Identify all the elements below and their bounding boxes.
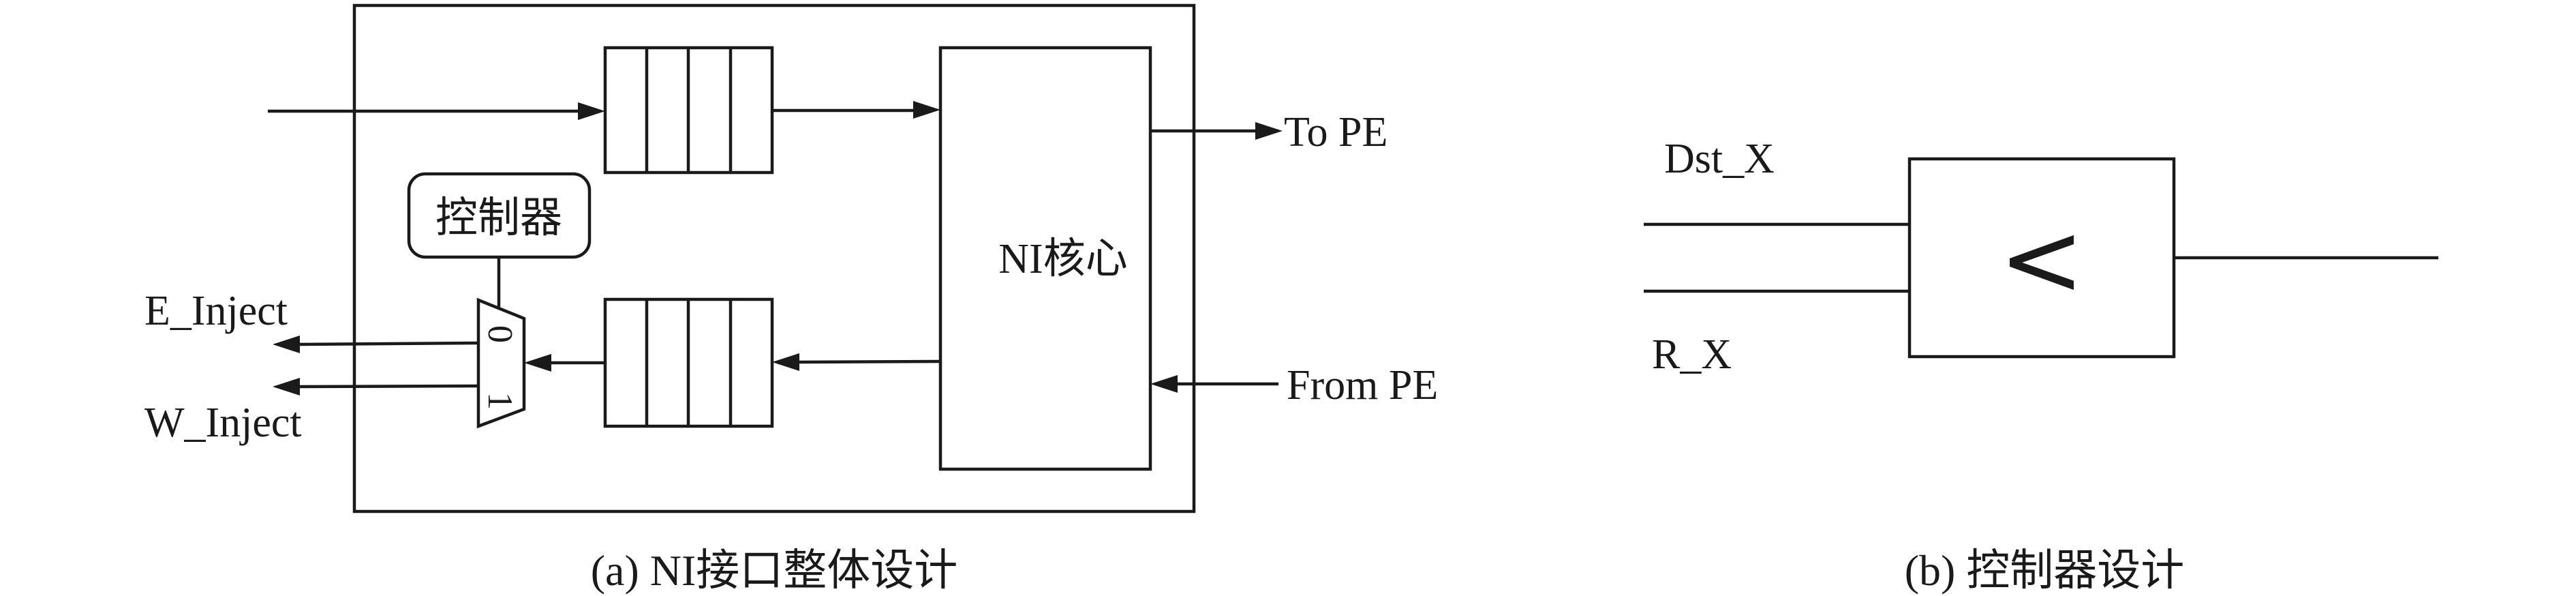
- panel-a-ni-interface: NI核心 To PE From PE 控制器 0 1: [144, 3, 1438, 595]
- buffer-to-core-arrow-head: [913, 101, 940, 119]
- from-pe-label: From PE: [1287, 362, 1438, 408]
- output-buffer-queue: [603, 297, 774, 428]
- r-x-label: R_X: [1652, 331, 1732, 378]
- e-inject-arrow-head: [273, 336, 300, 353]
- core-to-buffer-arrow-head: [772, 353, 799, 371]
- comparator-symbol: <: [1999, 200, 2085, 319]
- input-buffer-queue: [603, 46, 774, 175]
- mux-input-1: 1: [480, 392, 519, 410]
- input-arrow-head: [578, 102, 605, 120]
- ni-core-label: NI核心: [998, 236, 1127, 282]
- buffer-to-mux-arrow-head: [524, 354, 551, 372]
- ni-core-block: [938, 46, 1152, 471]
- controller-label: 控制器: [435, 195, 562, 241]
- panel-b-caption: (b) 控制器设计: [1905, 546, 2185, 595]
- to-pe-label: To PE: [1284, 109, 1387, 155]
- output-mux: [476, 297, 526, 429]
- panel-b-controller-design: Dst_X R_X < (b) 控制器设计: [1644, 136, 2438, 595]
- w-inject-arrow-head: [273, 378, 300, 396]
- comparator-block: [1907, 157, 2176, 359]
- e-inject-line: [299, 341, 479, 346]
- mux-input-0: 0: [480, 325, 519, 343]
- e-inject-label: E_Inject: [144, 288, 288, 334]
- panel-a-caption: (a) NI接口整体设计: [591, 546, 958, 595]
- w-inject-line: [299, 384, 479, 389]
- to-pe-arrow-head: [1255, 122, 1283, 140]
- from-pe-arrow-head: [1150, 375, 1178, 393]
- core-to-buffer-line: [799, 359, 941, 364]
- dst-x-label: Dst_X: [1664, 136, 1775, 182]
- w-inject-label: W_Inject: [144, 400, 302, 446]
